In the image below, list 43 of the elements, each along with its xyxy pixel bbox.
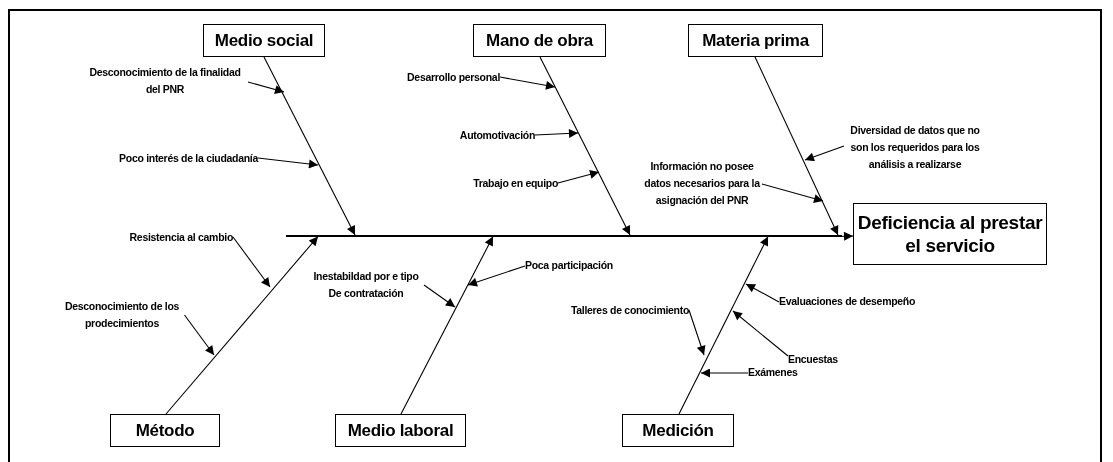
bone-arrow bbox=[263, 56, 356, 236]
bone-arrow bbox=[678, 235, 769, 415]
cause-text: Resistencia al cambio bbox=[129, 229, 233, 246]
bone-arrow bbox=[165, 235, 319, 415]
arrow bbox=[839, 231, 854, 241]
effect-box: Deficiencia al prestar el servicio bbox=[853, 203, 1047, 265]
cause-text: Automotivación bbox=[459, 127, 535, 144]
cause-text: Inestabildad por e tipo De contratación bbox=[308, 268, 424, 302]
cause-text: Desconocimiento de los prodecimientos bbox=[59, 298, 185, 332]
category-box: Mano de obra bbox=[473, 24, 606, 57]
cause-text: Poco interés de la ciudadanía bbox=[119, 150, 258, 167]
cause-text: Desarrollo personal bbox=[407, 69, 500, 86]
arrow bbox=[700, 368, 749, 378]
arrow bbox=[804, 145, 845, 162]
arrow bbox=[688, 309, 706, 356]
arrow bbox=[183, 314, 215, 356]
arrow bbox=[467, 265, 526, 287]
fishbone-spine bbox=[286, 235, 842, 237]
category-box: Materia prima bbox=[688, 24, 823, 57]
arrow bbox=[257, 157, 319, 169]
bone-arrow bbox=[400, 235, 494, 415]
cause-text: Información no posee datos necesarios para la asignación del PNR bbox=[642, 158, 762, 209]
arrow bbox=[761, 183, 824, 203]
bone-arrow bbox=[539, 56, 631, 236]
arrow bbox=[499, 76, 556, 90]
cause-text: Desconocimiento de la finalidad del PNR bbox=[82, 64, 248, 98]
category-box: Medio social bbox=[203, 24, 325, 57]
cause-text: Trabajo en equipo bbox=[473, 175, 558, 192]
category-box: Método bbox=[110, 414, 220, 447]
category-box: Medio laboral bbox=[335, 414, 466, 447]
arrow bbox=[247, 81, 285, 94]
cause-text: Talleres de conocimiento bbox=[570, 302, 689, 319]
arrow bbox=[732, 310, 789, 357]
arrow bbox=[534, 128, 579, 138]
arrow bbox=[557, 170, 600, 184]
category-box: Medición bbox=[622, 414, 734, 447]
arrow bbox=[232, 236, 271, 288]
arrow bbox=[423, 284, 456, 308]
bone-arrow bbox=[754, 56, 839, 236]
cause-text: Evaluaciones de desempeño bbox=[779, 293, 916, 310]
cause-text: Poca participación bbox=[525, 257, 613, 274]
cause-text: Diversidad de datos que no son los requeridos para los análisis a realizarse bbox=[844, 122, 986, 173]
arrow bbox=[745, 283, 780, 303]
